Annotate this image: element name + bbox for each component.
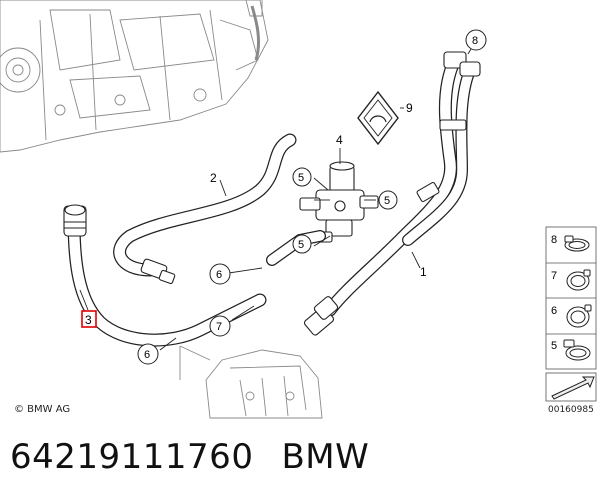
- callout-7: 7: [209, 315, 231, 337]
- hose-1: [303, 51, 481, 336]
- callout-3: 3: [81, 310, 97, 328]
- engine-block-illustration: [0, 0, 269, 153]
- copyright-notice: © BMW AG: [14, 404, 71, 415]
- svg-text:8: 8: [472, 35, 478, 47]
- svg-text:2: 2: [210, 171, 217, 185]
- spring-clamp-icon: [566, 304, 592, 328]
- svg-text:9: 9: [406, 101, 413, 115]
- callout-6-b: 6: [137, 343, 159, 365]
- warning-label-icon: [357, 90, 399, 146]
- lower-module-illustration: [179, 345, 323, 419]
- callout-5-b: 5: [292, 234, 312, 254]
- leader-lines: [79, 43, 475, 351]
- callout-6-a: 6: [209, 263, 231, 285]
- legend-item-5: 5: [551, 339, 591, 361]
- svg-text:6: 6: [551, 305, 557, 317]
- svg-text:7: 7: [551, 270, 557, 282]
- svg-text:5: 5: [384, 195, 390, 207]
- callout-9: 9: [406, 101, 413, 115]
- svg-text:5: 5: [551, 340, 557, 352]
- svg-text:6: 6: [144, 349, 150, 361]
- svg-text:5: 5: [298, 172, 304, 184]
- valve-4: [299, 161, 379, 243]
- hose-2: [113, 133, 297, 285]
- svg-text:3: 3: [85, 313, 92, 327]
- svg-text:5: 5: [298, 239, 304, 251]
- callout-2: 2: [210, 171, 217, 185]
- navigation-arrow-icon: [545, 372, 597, 402]
- legend-item-8: 8: [551, 234, 590, 252]
- callout-8: 8: [465, 29, 487, 51]
- callout-4: 4: [336, 133, 343, 147]
- part-caption: 64219111760 BMW: [10, 437, 369, 477]
- callout-5-a: 5: [292, 167, 312, 187]
- legend-item-7: 7: [551, 269, 591, 291]
- spring-clamp-icon: [566, 269, 591, 291]
- svg-text:1: 1: [420, 265, 427, 279]
- callout-5-c: 5: [378, 190, 398, 210]
- svg-text:8: 8: [551, 234, 557, 246]
- parts-diagram: 1 2 3 4 5 5 5 6 6 7 8 9: [0, 0, 597, 419]
- worm-drive-clamp-icon: [563, 339, 591, 361]
- part-number: 64219111760: [10, 437, 254, 477]
- callout-1: 1: [420, 265, 427, 279]
- svg-text:6: 6: [216, 269, 222, 281]
- hose-3: [63, 204, 267, 347]
- hose-clamp-icon: [564, 235, 590, 252]
- document-number: 00160985: [548, 405, 594, 415]
- svg-text:7: 7: [216, 321, 222, 333]
- clamp-legend: 8 7 6 5: [545, 226, 597, 402]
- brand-name: BMW: [281, 437, 370, 477]
- svg-text:4: 4: [336, 133, 343, 147]
- legend-item-6: 6: [551, 304, 592, 328]
